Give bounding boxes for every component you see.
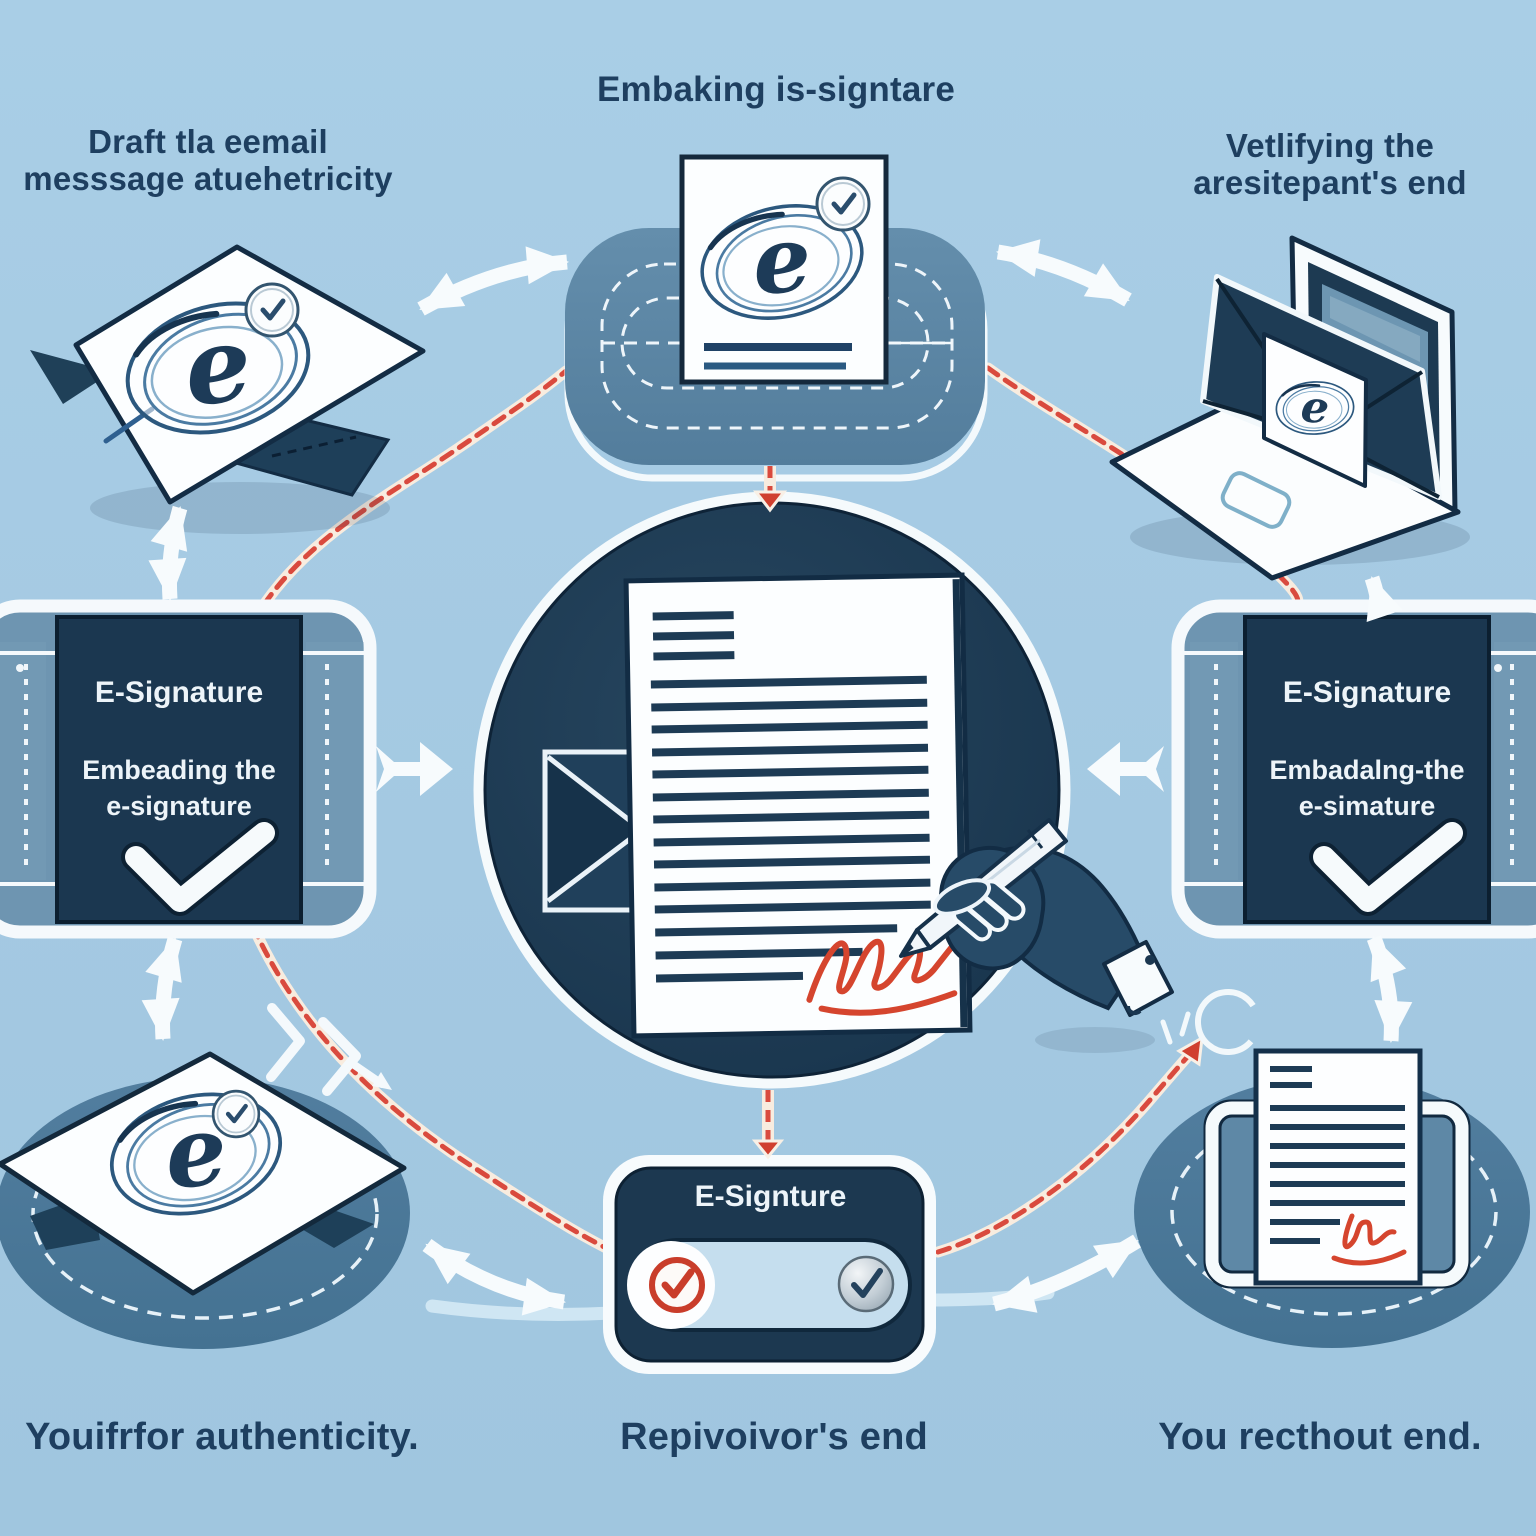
shadow-hand: [1035, 1027, 1155, 1053]
panel-strip-glass: [306, 642, 364, 880]
silver-check-icon: [851, 1268, 883, 1298]
cuff-button-2: [1125, 1005, 1142, 1016]
caption-top-right-line2: aresitepant's end: [1193, 163, 1467, 201]
right-panel-subtitle-line2: e-simature: [1298, 791, 1436, 821]
caption-bottom-center: Repivoivor's end: [620, 1416, 928, 1458]
pen-cap-line: [1026, 829, 1044, 849]
signed-document: [1253, 1048, 1423, 1286]
contract-text-lines: [650, 611, 931, 983]
caption-top-right-line1: Vetlifying the: [1225, 127, 1435, 164]
laptop-screen-glare: [1330, 296, 1420, 362]
pen-nib: [901, 944, 914, 955]
rope-bottompanel-to-rightpanel: [932, 1011, 1204, 1258]
panel-dot: [16, 664, 24, 672]
signed-text-lines: [1270, 1066, 1405, 1244]
contract-document: [623, 572, 973, 1039]
thumb: [932, 878, 992, 916]
left-panel-title: E-Signature: [94, 676, 264, 709]
contract-sheet: [623, 572, 973, 1039]
received-document-icon: [1134, 1048, 1530, 1348]
caption-top-center: Embaking is-signtare: [597, 70, 955, 109]
panel-strip-glass: [0, 642, 46, 880]
panel-strip-dividers: [1182, 651, 1536, 886]
caption-bottom-right: You recthout end.: [1158, 1416, 1482, 1458]
cloud-document: [679, 154, 889, 385]
right-panel-subtitle: Embadalng-the e-simature: [1245, 752, 1489, 824]
pale-connector-left: [425, 1299, 619, 1321]
double-arrow-paper-leftpanel: [148, 505, 188, 601]
connector-arrows: [141, 239, 1413, 1316]
laptop-trackpad: [1220, 471, 1292, 529]
red-vertical-links: [751, 466, 788, 1160]
panel-strip-dividers: [0, 651, 368, 886]
red-signature-small: [1331, 1213, 1407, 1266]
left-esignature-panel: [0, 599, 377, 939]
laptop-keyboard: [1109, 393, 1461, 581]
panel-strip-glass: [1494, 642, 1536, 880]
center-signing-icon: [473, 491, 1174, 1089]
rope-leftpanel-to-bottompanel: [247, 920, 624, 1260]
double-arrow-leftpanel-paper: [141, 936, 183, 1041]
laptop-email-icon: [1109, 235, 1461, 581]
silver-check-button: [837, 1255, 895, 1313]
fletched-arrow-left-to-circle: [376, 742, 453, 796]
double-arrow-cloud-laptop: [996, 239, 1132, 307]
cloud-upload-icon: [564, 154, 988, 482]
right-panel-subtitle-line1: Embadalng-the: [1269, 755, 1465, 785]
red-check-icon: [661, 1268, 695, 1299]
rope-topleft-to-cloud: [247, 365, 572, 628]
panel-dot: [1494, 664, 1502, 672]
double-arrow-paper-cloud: [417, 246, 569, 316]
bottom-panel-title: E-Signture: [694, 1180, 847, 1213]
double-arrow-ellipse-bottompanel: [422, 1238, 566, 1316]
cuff: [1102, 940, 1174, 1017]
caption-top-left-line1: Draft tla eemail: [88, 123, 328, 160]
double-arrow-bottompanel-ellipse: [992, 1234, 1141, 1313]
caption-top-left-line2: messsage atuehetricity: [23, 159, 393, 197]
laptop-card: [1262, 332, 1368, 488]
cuff-button: [1145, 955, 1155, 965]
esignature-toggle-panel: [603, 1155, 936, 1374]
red-arrowhead-down: [751, 1139, 785, 1160]
right-esignature-panel: [1171, 599, 1536, 939]
paper-fold-dashes: [271, 435, 357, 458]
caption-top-right: Vetlifying the aresitepant's end: [1140, 127, 1520, 202]
panel-screen: [55, 615, 303, 924]
caption-bottom-left: Youifrfor authenticity.: [25, 1416, 419, 1458]
right-panel-title: E-Signature: [1282, 676, 1452, 709]
panel-screen: [1243, 615, 1491, 924]
caption-top-left: Draft tla eemail messsage atuehetricity: [6, 123, 410, 198]
left-panel-subtitle-line2: e-signature: [106, 791, 252, 821]
authenticity-paper-icon: [0, 1051, 410, 1349]
signing-hand: [899, 818, 1174, 1017]
red-arrowhead: [1176, 1035, 1204, 1067]
left-panel-subtitle-line1: Embeading the: [82, 755, 276, 785]
red-signature: [806, 938, 958, 1016]
fletched-arrow-right-to-circle: [1087, 742, 1164, 796]
sketch-chevrons: [266, 1003, 392, 1096]
paper-fold-left: [30, 350, 112, 404]
left-panel-subtitle: Embeading the e-signature: [57, 752, 301, 824]
double-arrow-rightpanel-tablet: [1366, 935, 1413, 1043]
red-check-ring: [649, 1257, 705, 1313]
draft-email-icon: [30, 244, 426, 505]
arrow-rightpanel-laptop: [1364, 575, 1403, 622]
red-arrowhead-down: [752, 490, 788, 513]
